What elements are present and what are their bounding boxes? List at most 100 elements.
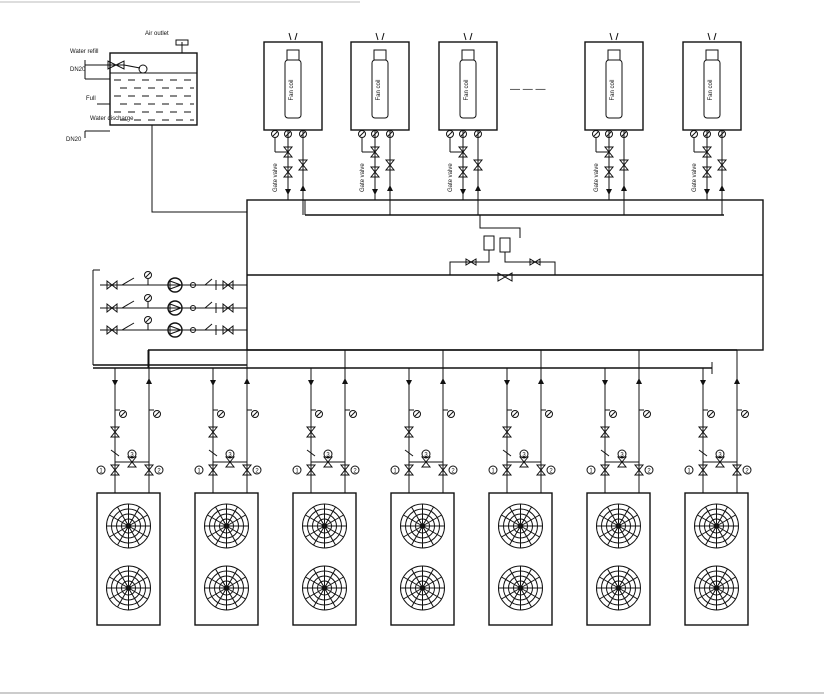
gate-valve-icon: [501, 426, 513, 438]
pressure-gauge-icon: [144, 294, 152, 302]
refill-valve-icon: [107, 60, 118, 70]
fan-coil-motor: [373, 49, 387, 61]
pressure-gauge-icon: [511, 410, 519, 418]
gate-valve-icon: [716, 159, 728, 171]
condenser-fan-icon: [106, 503, 151, 549]
gate-valve-icon: [603, 146, 615, 158]
flow-arrow-up-icon: [636, 378, 642, 384]
marker-2-label: 2: [157, 469, 161, 475]
pressure-gauge-icon: [690, 130, 698, 138]
fan-coil-label: Fan coil: [610, 79, 616, 100]
strainer-icon: [190, 327, 196, 333]
marker-3: [617, 449, 627, 459]
gate-valve-icon: [697, 464, 709, 476]
gate-valve-icon: [599, 464, 611, 476]
bypass-valve-icon: [616, 456, 628, 468]
gate-valve-icon: [535, 464, 547, 476]
pressure-gauge-icon: [446, 130, 454, 138]
pressure-gauge-icon: [119, 410, 127, 418]
marker-1: [684, 465, 694, 475]
filter-icon: [483, 235, 495, 251]
condenser-fan-icon: [498, 503, 543, 549]
tank-connection-pipe: [151, 125, 247, 213]
marker-1: [96, 465, 106, 475]
valve-icon: [222, 279, 234, 291]
gate-valve-icon: [369, 146, 381, 158]
pressure-gauge-icon: [707, 410, 715, 418]
gate-valve-icon: [603, 166, 615, 178]
gate-valve-label: Gate valve: [692, 163, 698, 192]
pressure-gauge-icon: [217, 410, 225, 418]
expansion-tank: Air outlet Water refill DN20 Full Water …: [66, 31, 247, 213]
bypass-valve-icon: [714, 456, 726, 468]
gate-valve-icon: [618, 159, 630, 171]
pressure-gauge-icon: [153, 410, 161, 418]
marker-1-label: 1: [197, 469, 201, 475]
thermometer-icon: [703, 130, 711, 138]
marker-3: [421, 449, 431, 459]
gate-valve-icon: [109, 426, 121, 438]
water-discharge-label: Water discharge: [90, 116, 134, 122]
thermometer-icon: [371, 130, 379, 138]
marker-1-label: 1: [491, 469, 495, 475]
gate-valve-icon: [241, 464, 253, 476]
air-outlet-label: Air outlet: [145, 31, 169, 37]
pressure-gauge-icon: [447, 410, 455, 418]
outdoor-unit-casing: [96, 492, 161, 626]
fan-coil-label: Fan coil: [464, 79, 470, 100]
flow-arrow-down-icon: [460, 189, 466, 195]
flow-arrow-down-icon: [504, 380, 510, 386]
condenser-fan-icon: [302, 503, 347, 549]
gate-valve-icon: [697, 426, 709, 438]
gate-valve-icon: [437, 464, 449, 476]
dn20-top-label: DN20: [70, 67, 86, 73]
marker-1-label: 1: [687, 469, 691, 475]
flow-arrow-down-icon: [704, 189, 710, 195]
outdoor-unit-casing: [488, 492, 553, 626]
pump-group: [92, 269, 248, 366]
gate-valve-icon: [109, 464, 121, 476]
flow-arrow-up-icon: [538, 378, 544, 384]
bypass-valve-icon: [497, 272, 507, 282]
marker-3: [127, 449, 137, 459]
gate-valve-icon: [501, 464, 513, 476]
marker-1: [390, 465, 400, 475]
fan-coil-motor: [461, 49, 475, 61]
marker-2: [742, 465, 752, 475]
marker-3: [715, 449, 725, 459]
bypass-valve-icon: [126, 456, 138, 468]
marker-2: [350, 465, 360, 475]
marker-2: [154, 465, 164, 475]
flow-arrow-up-icon: [440, 378, 446, 384]
thermometer-icon: [718, 130, 726, 138]
marker-1-label: 1: [99, 469, 103, 475]
thermometer-icon: [386, 130, 394, 138]
fan-coil-label: Fan coil: [289, 79, 295, 100]
thermometer-icon: [284, 130, 292, 138]
fan-coil-label: Fan coil: [708, 79, 714, 100]
flow-arrow-up-icon: [342, 378, 348, 384]
pressure-gauge-icon: [315, 410, 323, 418]
pressure-gauge-icon: [643, 410, 651, 418]
air-outlet-cap: [175, 39, 189, 46]
flow-arrow-down-icon: [602, 380, 608, 386]
flow-arrow-down-icon: [112, 380, 118, 386]
pressure-gauge-icon: [358, 130, 366, 138]
outdoor-unit-casing: [390, 492, 455, 626]
strainer-icon: [190, 282, 196, 288]
dn20-bottom-label: DN20: [66, 137, 82, 143]
flow-arrow-down-icon: [606, 189, 612, 195]
main-piping-frame: [246, 199, 764, 351]
thermometer-icon: [605, 130, 613, 138]
flow-arrow-up-icon: [244, 378, 250, 384]
gate-valve-icon: [305, 464, 317, 476]
gate-valve-icon: [457, 166, 469, 178]
gate-valve-label: Gate valve: [448, 163, 454, 192]
marker-2-label: 2: [745, 469, 749, 475]
marker-1: [586, 465, 596, 475]
